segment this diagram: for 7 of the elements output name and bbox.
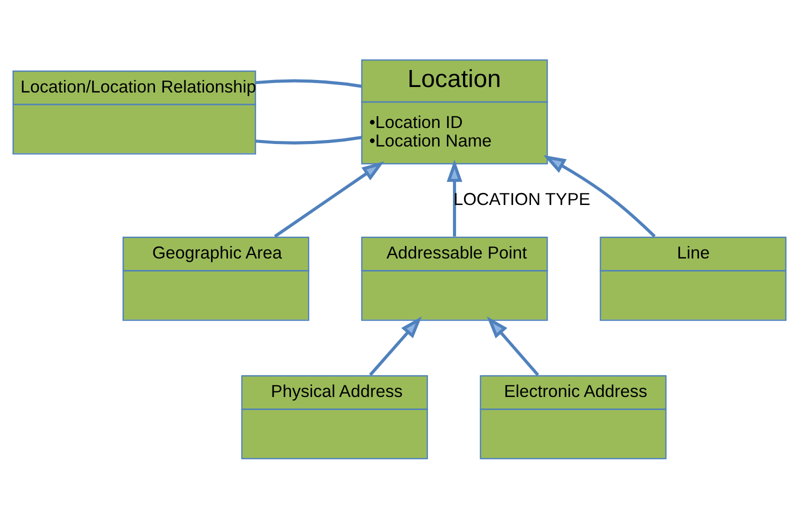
connector <box>256 136 362 144</box>
connector <box>256 79 362 88</box>
arrow <box>369 316 422 376</box>
arrow <box>274 161 384 238</box>
arrow <box>446 160 462 236</box>
arrow <box>543 155 656 238</box>
arrow <box>486 316 540 376</box>
